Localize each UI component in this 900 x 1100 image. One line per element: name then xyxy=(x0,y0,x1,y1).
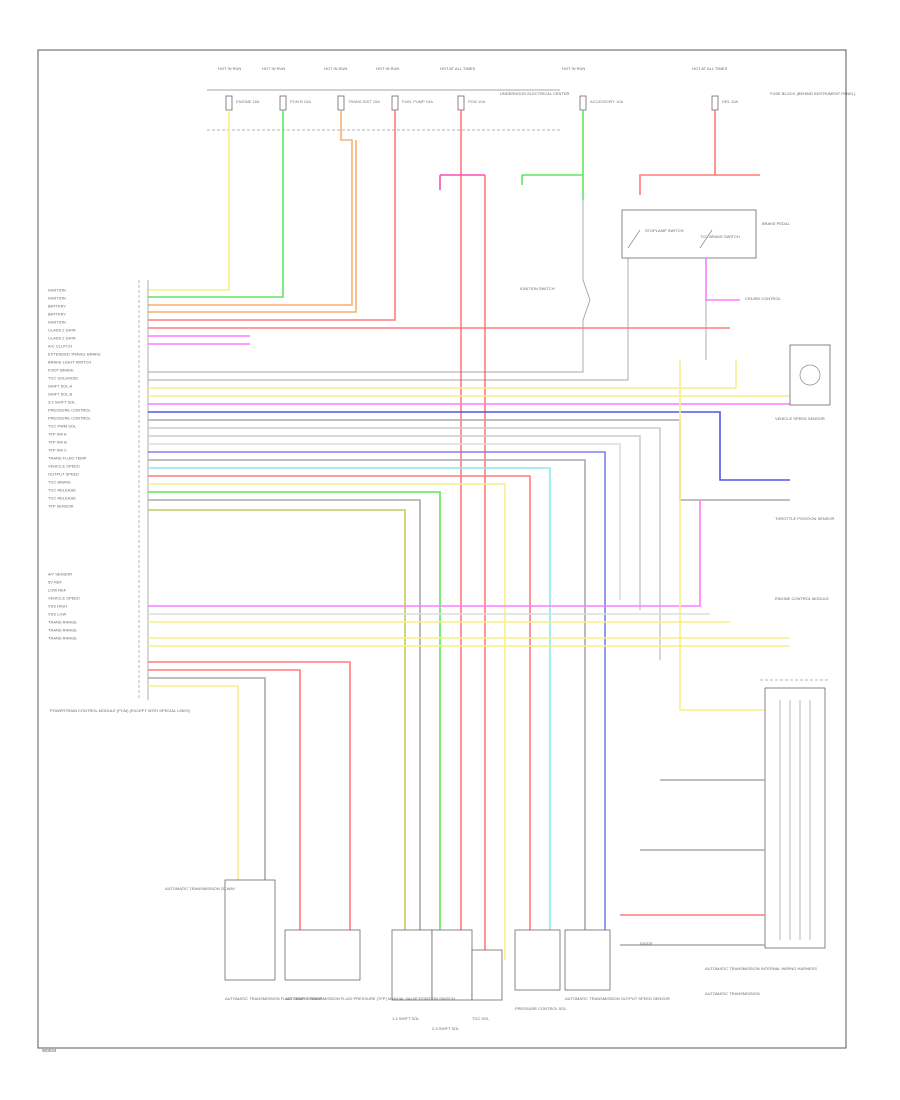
pcm-pin-label: TRANS RANGE xyxy=(48,628,77,633)
fuse-label-6: HOT IN RUN xyxy=(562,66,585,71)
bottom-label-1: AUTOMATIC TRANSMISSION FLUID TEMP SENSOR xyxy=(225,996,323,1001)
throttle-label: THROTTLE POSITION SENSOR xyxy=(775,516,834,521)
tcc-switch-label: TCC BRAKE SWITCH xyxy=(700,234,740,239)
vss-module xyxy=(789,344,831,406)
pcm-pin-label: IGNITION xyxy=(48,296,66,301)
bottom-label-7: AUTOMATIC TRANSMISSION OUTPUT SPEED SENS… xyxy=(565,996,670,1001)
ecm-label: ENGINE CONTROL MODULE xyxy=(775,596,829,601)
fuse-name-4: FUEL PUMP 15A xyxy=(402,99,433,104)
page-id: W0034 xyxy=(42,1048,57,1053)
pcm-pin-label: BRAKE LIGHT SWITCH xyxy=(48,360,91,365)
pcm-pin-label: TFP SW B xyxy=(48,440,67,445)
pcm-pin-label: 3-2 SHIFT SOL xyxy=(48,400,76,405)
pcm-pin-label: PRESSURE CONTROL xyxy=(48,416,91,421)
bottom-label-2: AUTOMATIC TRANSMISSION FLUID PRESSURE (T… xyxy=(285,996,455,1001)
pcm-pin-label: CLASS 2 DATA xyxy=(48,328,76,333)
pcm-pin-label: TCC RELEASE xyxy=(48,488,76,493)
fuse-label-7: HOT AT ALL TIMES xyxy=(692,66,727,71)
pcm-pin-label: EXTENDED TRAVEL BRAKE xyxy=(48,352,101,357)
pcm-pin-label: TCC SOLENOID xyxy=(48,376,78,381)
pcm-label: POWERTRAIN CONTROL MODULE (PCM) (EXCEPT … xyxy=(50,708,191,713)
pcm-pin-label: BATTERY xyxy=(48,312,66,317)
at-connector-label: AUTOMATIC TRANSMISSION 20-WAY xyxy=(165,886,236,891)
harness-internal-lines xyxy=(779,700,811,940)
pcm-pin-label: TFP SW C xyxy=(48,448,67,453)
diagram-frame xyxy=(37,49,847,1049)
bottom-label-4: 2-3 SHIFT SOL xyxy=(432,1026,460,1031)
pcm-pin-label: TRANS RANGE xyxy=(48,636,77,641)
internal-harness xyxy=(764,687,826,949)
assembly-label: AUTOMATIC TRANSMISSION INTERNAL WIRING H… xyxy=(705,966,817,971)
bottom-label-3: 1-2 SHIFT SOL xyxy=(392,1016,420,1021)
pcm-pin-label: TFP SW A xyxy=(48,432,67,437)
diode-label: DIODE xyxy=(640,941,653,946)
fuse-labels: HOT IN RUN HOT IN RUN HOT IN RUN HOT IN … xyxy=(218,66,727,71)
ignition-switch-label: IGNITION SWITCH xyxy=(520,286,555,291)
bottom-component-labels: AUTOMATIC TRANSMISSION FLUID TEMP SENSOR… xyxy=(225,996,670,1031)
pcm-pin-label: SHIFT SOL A xyxy=(48,384,72,389)
pcm-pin-label: TRANS FLUID TEMP xyxy=(48,456,87,461)
pcm-pin-label: LOW REF xyxy=(48,588,67,593)
bottom-label-5: TCC SOL xyxy=(472,1016,490,1021)
fuse-label-2: HOT IN RUN xyxy=(262,66,285,71)
pcm-pin-label: BATTERY xyxy=(48,304,66,309)
brake-switch-box xyxy=(621,209,757,259)
fuse-name-2: PCM B 10A xyxy=(290,99,311,104)
pcm-pin-label: 5V REF xyxy=(48,580,63,585)
pcm-connector xyxy=(138,280,149,700)
pcm-pin-label: TCC BRAKE xyxy=(48,480,71,485)
underhood-label: UNDERHOOD ELECTRICAL CENTER xyxy=(500,91,570,96)
fuse-label-3: HOT IN RUN xyxy=(324,66,347,71)
fuse-name-3: TRANS DIST 15A xyxy=(348,99,380,104)
pcm-pin-label: TRANS RANGE xyxy=(48,620,77,625)
pcm-pin-label: IGNITION xyxy=(48,288,66,293)
fuse-label-1: HOT IN RUN xyxy=(218,66,241,71)
pcm-pin-label: CLASS 2 DATA xyxy=(48,336,76,341)
fuses: ENGINE 15A PCM B 10A TRANS DIST 15A FUEL… xyxy=(225,95,738,111)
fuse-name-6: ACCESSORY 10A xyxy=(590,99,624,104)
vss-label: VEHICLE SPEED SENSOR xyxy=(775,416,825,421)
pcm-pin-label: A/T SENSOR xyxy=(48,572,72,577)
fuse-name-5: PCM 10A xyxy=(468,99,485,104)
pcm-pin-labels: IGNITION IGNITION BATTERY BATTERY IGNITION CL… xyxy=(48,288,101,641)
pcm-pin-label: TCC PWM SOL xyxy=(48,424,77,429)
pcm-pin-label: OUTPUT SPEED xyxy=(48,472,79,477)
pcm-pin-label: TFP SENSOR xyxy=(48,504,74,509)
pcm-pin-label: VEHICLE SPEED xyxy=(48,464,80,469)
pcm-pin-label: VSS HIGH xyxy=(48,604,67,609)
pcm-pin-label: VSS LOW xyxy=(48,612,66,617)
right-connectors xyxy=(620,779,765,946)
brake-pedal-note: BRAKE PEDAL xyxy=(762,221,791,226)
bottom-label-6: PRESSURE CONTROL SOL xyxy=(515,1006,567,1011)
harness-lines xyxy=(148,327,790,960)
fuse-label-5: HOT AT ALL TIMES xyxy=(440,66,475,71)
pcm-pin-label: PRESSURE CONTROL xyxy=(48,408,91,413)
pcm-pin-label: SHIFT SOL B xyxy=(48,392,73,397)
fuse-block-note: FUSE BLOCK (BEHIND INSTRUMENT PANEL) xyxy=(770,91,856,96)
fuse-name-1: ENGINE 15A xyxy=(236,99,260,104)
pcm-pin-label: A/C CLUTCH xyxy=(48,344,72,349)
pcm-pin-label: FOOT BRAKE xyxy=(48,368,74,373)
feed-wires xyxy=(148,110,760,960)
pcm-pin-label: IGNITION xyxy=(48,320,66,325)
pcm-pin-label: TCC RELEASE xyxy=(48,496,76,501)
pcm-pin-label: VEHICLE SPEED xyxy=(48,596,80,601)
bottom-components xyxy=(224,879,611,1001)
automatic-transmission-label: AUTOMATIC TRANSMISSION xyxy=(705,991,760,996)
fuse-label-4: HOT IN RUN xyxy=(376,66,399,71)
fuse-name-7: DRL 10A xyxy=(722,99,738,104)
brake-switch-label: STOPLAMP SWITCH xyxy=(645,228,684,233)
cruise-label: CRUISE CONTROL xyxy=(745,296,782,301)
